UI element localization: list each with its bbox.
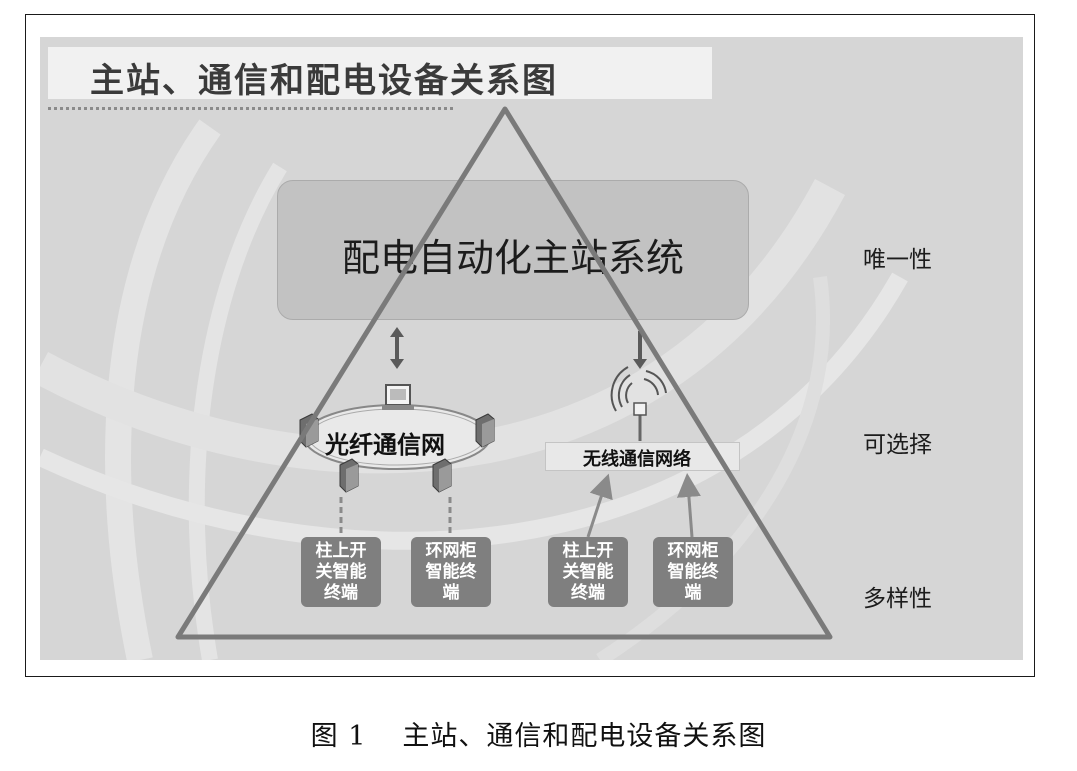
device-fiber-pole-switch: 柱上开 关智能 终端	[301, 537, 381, 607]
device-wireless-pole-switch: 柱上开 关智能 终端	[548, 537, 628, 607]
device-wireless-ring-unit: 环网柜 智能终 端	[653, 537, 733, 607]
slide: 主站、通信和配电设备关系图 配电自动化主站系统 唯一性 可选择 多样性 无线通信…	[40, 37, 1023, 660]
title-rule	[48, 107, 453, 110]
figure-caption: 图 1 主站、通信和配电设备关系图	[0, 714, 1077, 753]
device-line: 智能终	[667, 562, 719, 582]
fiber-network-label: 光纤通信网	[325, 431, 445, 459]
device-line: 终端	[324, 583, 358, 603]
device-line: 关智能	[562, 562, 614, 582]
figure-number: 图 1	[310, 721, 367, 752]
master-station-box: 配电自动化主站系统	[277, 180, 749, 320]
label-diversity: 多样性	[863, 586, 932, 612]
device-line: 端	[442, 583, 460, 603]
device-line: 环网柜	[667, 541, 719, 561]
device-line: 端	[684, 583, 702, 603]
label-optional: 可选择	[863, 432, 932, 458]
background-arcs	[40, 119, 908, 660]
label-uniqueness: 唯一性	[863, 247, 932, 273]
master-station-label: 配电自动化主站系统	[341, 236, 684, 280]
device-line: 终端	[571, 583, 605, 603]
slide-title: 主站、通信和配电设备关系图	[90, 61, 558, 101]
figure-caption-text: 主站、通信和配电设备关系图	[402, 721, 767, 752]
device-line: 关智能	[315, 562, 367, 582]
device-line: 环网柜	[425, 541, 477, 561]
title-box: 主站、通信和配电设备关系图	[48, 47, 712, 101]
device-line: 柱上开	[315, 541, 367, 561]
wireless-network-label: 无线通信网络	[583, 449, 691, 470]
device-line: 柱上开	[562, 541, 614, 561]
device-fiber-ring-unit: 环网柜 智能终 端	[411, 537, 491, 607]
device-line: 智能终	[425, 562, 477, 582]
